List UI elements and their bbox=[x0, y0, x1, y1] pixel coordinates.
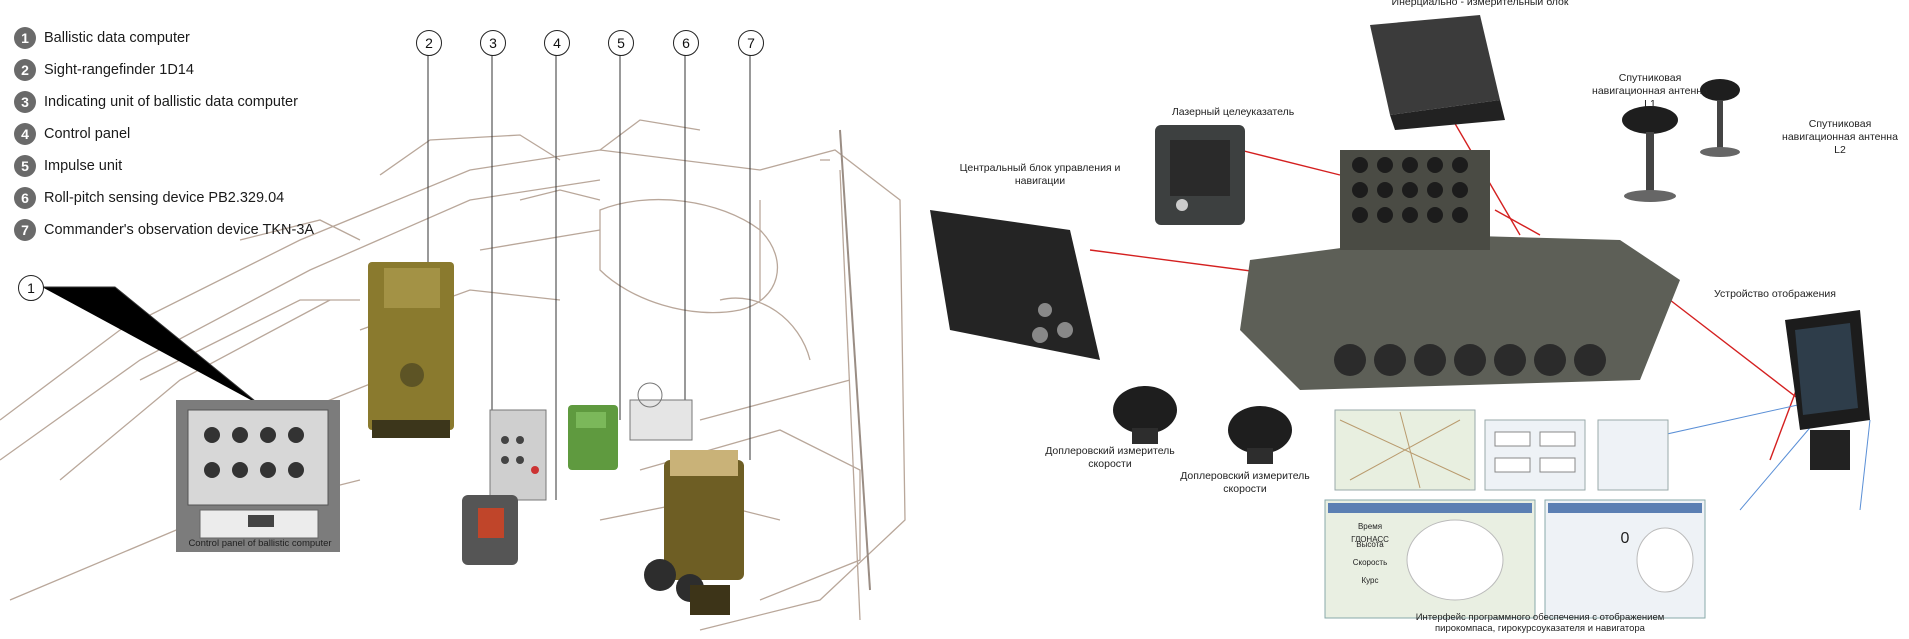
legend-number: 1 bbox=[14, 27, 36, 49]
legend-number: 4 bbox=[14, 123, 36, 145]
control-panel-part bbox=[462, 495, 518, 565]
doppler-2-label: Доплеровский измеритель скорости bbox=[1180, 470, 1310, 495]
inset-photo bbox=[176, 400, 340, 552]
legend-number: 7 bbox=[14, 219, 36, 241]
legend-text: Impulse unit bbox=[44, 158, 123, 174]
legend-item: 5 Impulse unit bbox=[14, 150, 314, 182]
legend-text: Sight-rangefinder 1D14 bbox=[44, 62, 194, 78]
glonass-time-field: Время ГЛОНАСС bbox=[1351, 522, 1389, 544]
sight-rangefinder-part bbox=[368, 262, 454, 438]
right-diagram-panel: Инерциально - измерительный блок Лазерны… bbox=[920, 0, 1909, 639]
callout-6: 6 bbox=[673, 30, 699, 56]
central-control-block bbox=[930, 210, 1100, 360]
impulse-unit-part bbox=[568, 405, 618, 470]
display-device bbox=[1785, 310, 1870, 470]
callout-2: 2 bbox=[416, 30, 442, 56]
roll-pitch-sensor-part bbox=[629, 382, 693, 441]
gnss-l2-label: Спутниковая навигационная антенна L2 bbox=[1782, 118, 1898, 156]
legend-number: 2 bbox=[14, 59, 36, 81]
software-interface-caption: Интерфейс программного обеспечения с ото… bbox=[1415, 612, 1665, 634]
legend-number: 5 bbox=[14, 155, 36, 177]
launcher-system-drawing bbox=[930, 15, 1871, 619]
imu-unit bbox=[1370, 15, 1505, 130]
central-block-label: Центральный блок управления и навигации bbox=[959, 162, 1121, 187]
course-field: Курс bbox=[1361, 576, 1379, 585]
zero-readout: 0 bbox=[1620, 530, 1630, 547]
laser-designator bbox=[1155, 125, 1245, 225]
legend-text: Indicating unit of ballistic data comput… bbox=[44, 94, 298, 110]
indicating-unit-part bbox=[489, 409, 547, 501]
component-legend: 1 Ballistic data computer 2 Sight-rangefin… bbox=[14, 22, 314, 246]
callout-4: 4 bbox=[544, 30, 570, 56]
launcher-vehicle bbox=[1240, 150, 1680, 390]
observation-device-part bbox=[644, 450, 744, 615]
legend-item: 3 Indicating unit of ballistic data compu… bbox=[14, 86, 314, 118]
software-screens bbox=[1324, 409, 1706, 619]
display-label: Устройство отображения bbox=[1714, 288, 1836, 300]
legend-number: 3 bbox=[14, 91, 36, 113]
callout-7: 7 bbox=[738, 30, 764, 56]
tank-line-drawing bbox=[0, 54, 906, 631]
legend-item: 1 Ballistic data computer bbox=[14, 22, 314, 54]
legend-text: Control panel bbox=[44, 126, 131, 142]
legend-item: 7 Commander's observation device TKN-3A bbox=[14, 214, 314, 246]
doppler-meter-1 bbox=[1113, 386, 1177, 444]
legend-text: Commander's observation device TKN-3A bbox=[44, 222, 315, 238]
doppler-meter-2 bbox=[1228, 406, 1292, 464]
legend-item: 2 Sight-rangefinder 1D14 bbox=[14, 54, 314, 86]
gnss-antenna-l2 bbox=[1700, 79, 1740, 157]
legend-item: 6 Roll-pitch sensing device PB2.329.04 bbox=[14, 182, 314, 214]
legend-text: Ballistic data computer bbox=[44, 30, 190, 46]
legend-text: Roll-pitch sensing device PB2.329.04 bbox=[44, 190, 285, 206]
inset-caption: Control panel of ballistic computer bbox=[188, 538, 332, 549]
gnss-l1-label: Спутниковая навигационная антенна L1 bbox=[1592, 72, 1708, 110]
callout-3: 3 bbox=[480, 30, 506, 56]
callout-1: 1 bbox=[18, 275, 44, 301]
speed-field: Скорость bbox=[1352, 558, 1388, 567]
callout-5: 5 bbox=[608, 30, 634, 56]
height-field: Высота bbox=[1356, 540, 1384, 549]
laser-label: Лазерный целеуказатель bbox=[1171, 106, 1295, 118]
imu-label: Инерциально - измерительный блок bbox=[1391, 0, 1569, 8]
legend-item: 4 Control panel bbox=[14, 118, 314, 150]
gnss-antenna-l1 bbox=[1622, 106, 1678, 202]
doppler-1-label: Доплеровский измеритель скорости bbox=[1045, 445, 1175, 470]
legend-number: 6 bbox=[14, 187, 36, 209]
